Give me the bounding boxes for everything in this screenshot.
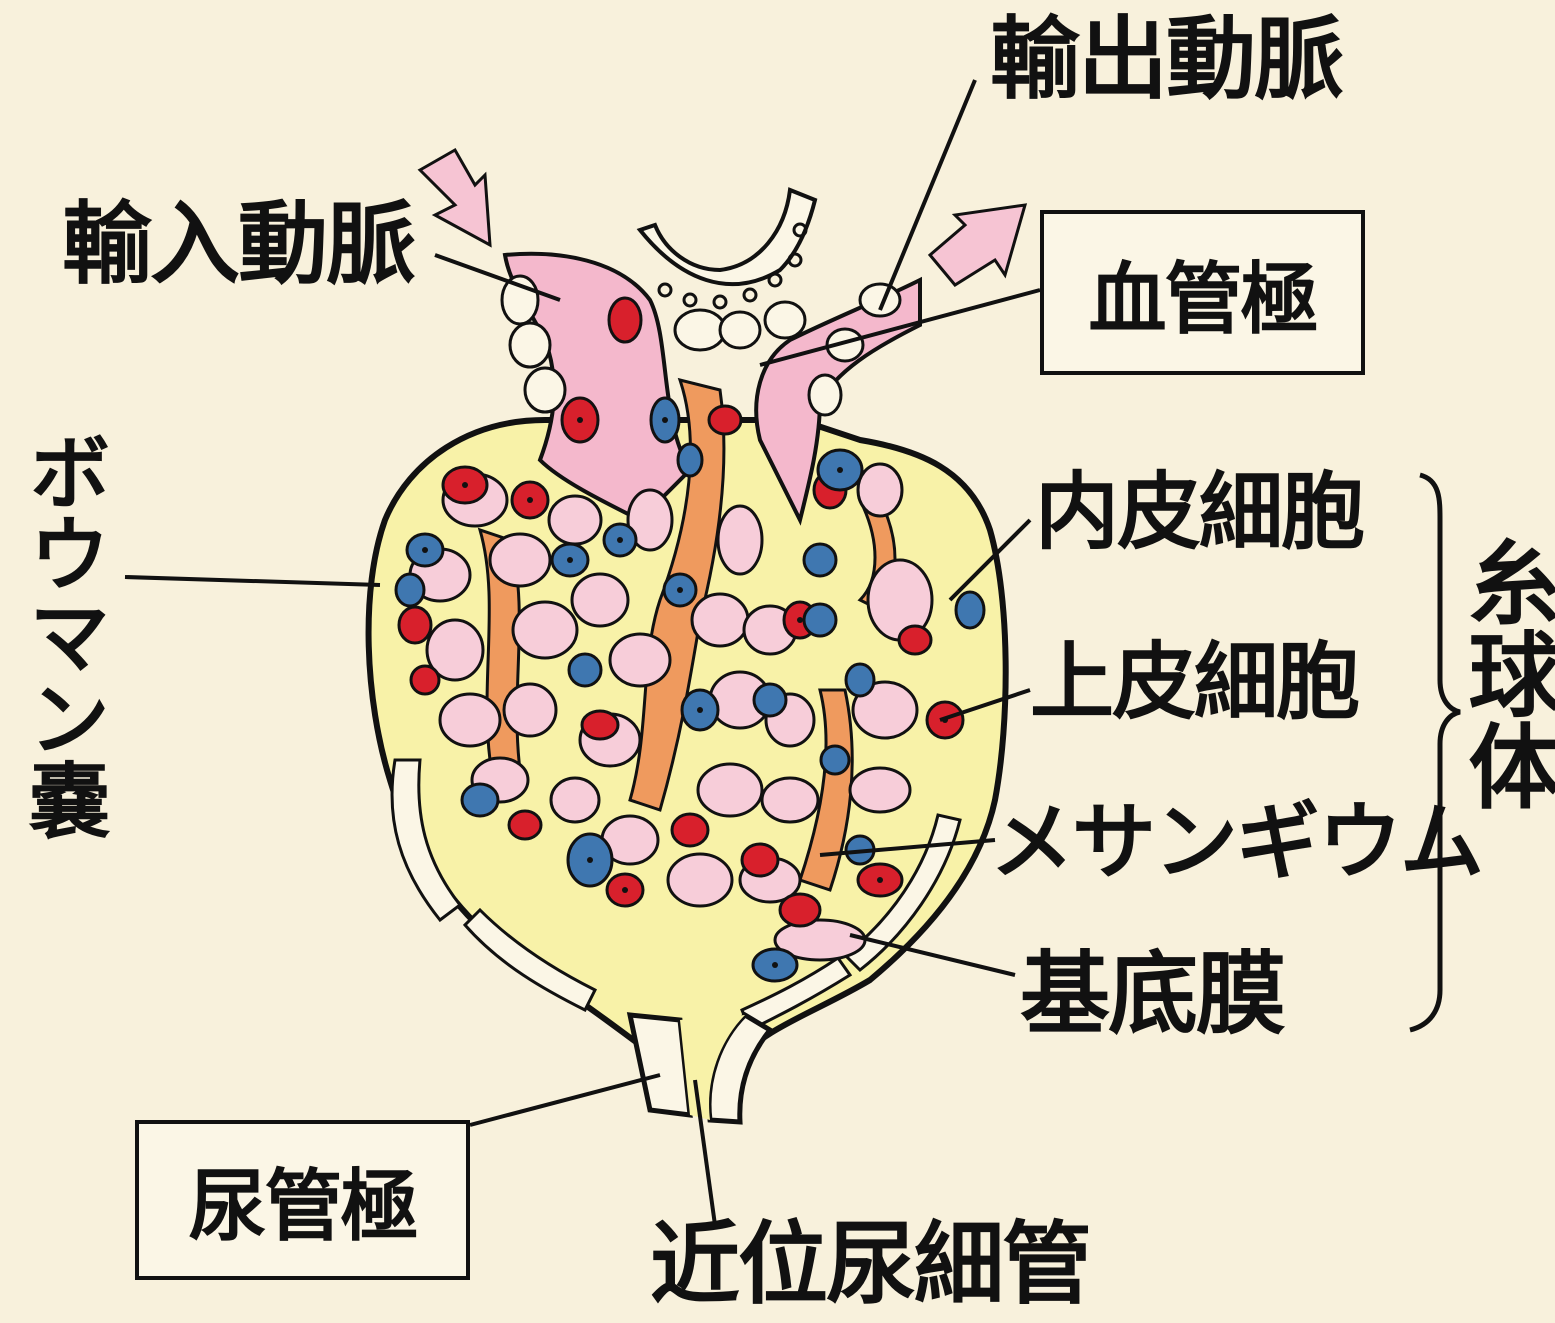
label-efferent-arteriole: 輸出動脈 (990, 7, 1344, 112)
label-vascular-pole-box: 血管極 (1040, 210, 1365, 375)
glomerulus-brace (1409, 472, 1461, 1033)
proximal-tubule-outlet (626, 1011, 774, 1125)
label-endothelial-cell: 内皮細胞 (1035, 463, 1365, 561)
label-vascular-pole: 血管極 (1088, 254, 1318, 345)
label-epithelial-cell: 上皮細胞 (1030, 633, 1360, 731)
label-basement-membrane: 基底膜 (1020, 942, 1286, 1047)
distal-tubule (636, 187, 818, 286)
label-urinary-pole-box: 尿管極 (135, 1120, 470, 1280)
label-proximal-tubule: 近位尿細管 (650, 1212, 1092, 1317)
parietal-epithelium (390, 758, 962, 1033)
label-mesangium: メサンギウム (990, 793, 1484, 891)
label-glomerulus: 糸球体 (1453, 535, 1555, 811)
outflow-arrow-icon (927, 203, 1028, 287)
label-bowman-capsule: ボウマン嚢 (14, 430, 109, 840)
tubule-nuclei (657, 222, 808, 310)
label-urinary-pole: 尿管極 (188, 1162, 418, 1252)
juxtaglomerular-cells (500, 274, 902, 417)
leader-lines (124, 79, 1041, 1226)
efferent-arteriole (754, 276, 922, 526)
inflow-arrow-icon (417, 147, 492, 248)
label-afferent-arteriole: 輸入動脈 (62, 192, 416, 297)
